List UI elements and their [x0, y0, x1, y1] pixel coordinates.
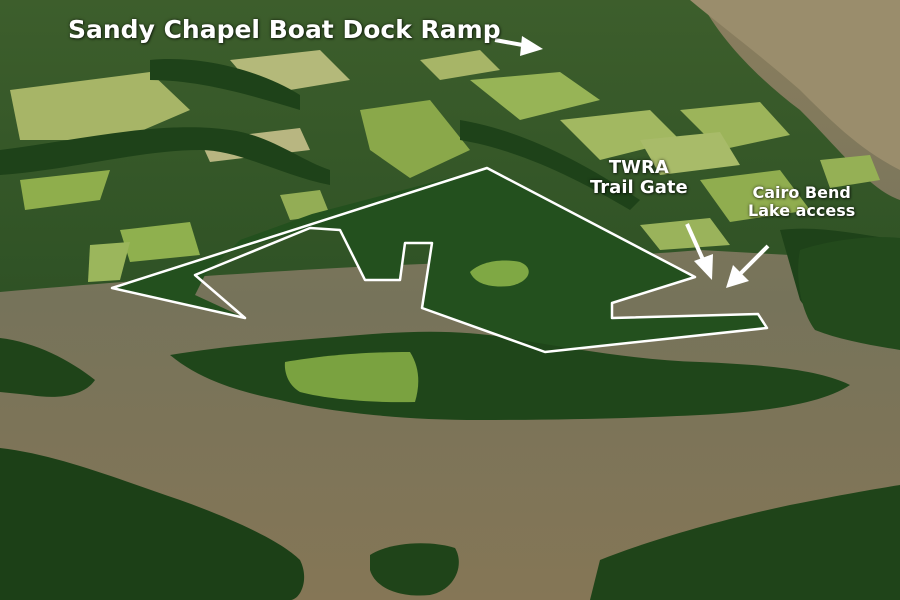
bottom-small-island	[370, 543, 459, 596]
forest-parcel	[112, 168, 767, 352]
trail-gate-label-line1: TWRA	[608, 157, 669, 178]
upper-right-lake	[690, 0, 900, 170]
arrow-to-lake-access	[726, 244, 770, 288]
parcel-clearing	[470, 260, 529, 287]
right-shore-forest	[798, 237, 900, 350]
lake-access-label: Cairo Bend Lake access	[748, 184, 855, 219]
lake-access-label-line2: Lake access	[748, 200, 856, 220]
bottom-left-forest	[0, 448, 305, 600]
lower-field	[284, 352, 419, 403]
trail-gate-label: TWRA Trail Gate	[590, 158, 688, 198]
boat-ramp-label: Sandy Chapel Boat Dock Ramp	[68, 15, 501, 44]
left-island	[0, 338, 95, 397]
lake-access-label-line1: Cairo Bend	[752, 183, 851, 202]
arrow-to-trail-gate	[685, 223, 713, 280]
trail-gate-label-line2: Trail Gate	[590, 176, 688, 198]
bottom-right-forest	[590, 485, 900, 600]
farm-fields	[10, 50, 880, 282]
property-boundary	[110, 166, 769, 354]
arrow-to-boat-ramp	[494, 36, 543, 56]
